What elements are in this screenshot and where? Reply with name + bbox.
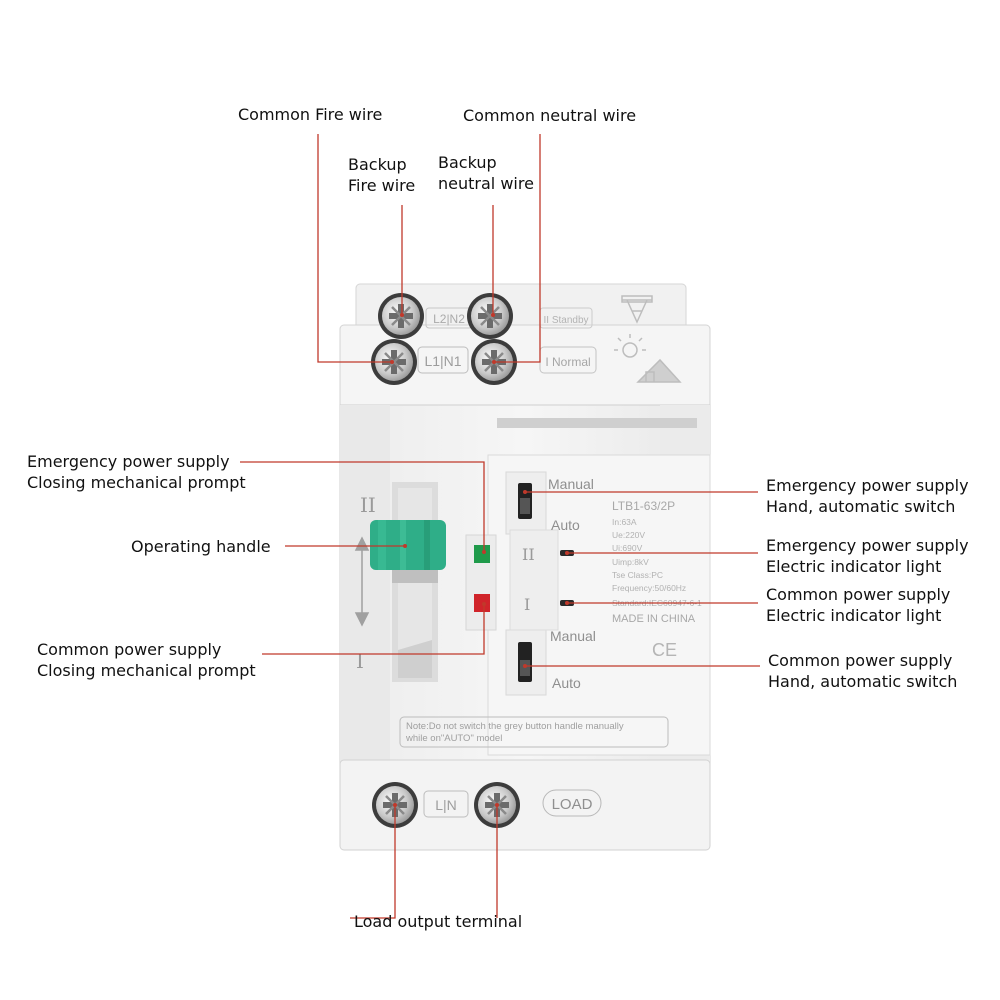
common-auto-text: Auto [552, 675, 581, 691]
label-line: Common power supply [37, 640, 222, 659]
label-line: Emergency power supply [27, 452, 230, 471]
position-2-mark: II [360, 493, 376, 517]
label-common-indicator-light: Common power supply Electric indicator l… [766, 584, 950, 626]
window-position-1-mark: I [524, 595, 530, 614]
label-line: Electric indicator light [766, 557, 942, 576]
made-in-text: MADE IN CHINA [612, 613, 696, 625]
spec-line: Frequency:50/60Hz [612, 583, 686, 593]
load-label-box: LOAD [542, 789, 602, 817]
spec-line: Ui:690V [612, 543, 643, 553]
double-arrow-icon [354, 536, 370, 627]
spec-line: Tse Class:PC [612, 570, 663, 580]
label-common-hand-auto-switch: Common power supply Hand, automatic swit… [768, 650, 957, 692]
label-line: Common power supply [768, 651, 953, 670]
label-common-neutral-wire: Common neutral wire [463, 106, 637, 125]
label-line: Backup [348, 155, 407, 174]
spec-line: Uimp:8kV [612, 557, 649, 567]
position-1-mark: I [356, 649, 364, 673]
label-line: Closing mechanical prompt [37, 661, 256, 680]
label-line: neutral wire [438, 174, 534, 193]
common-manual-text: Manual [550, 628, 596, 644]
leader-load-fire [350, 805, 396, 919]
operating-handle[interactable] [370, 520, 446, 583]
note-line: while on"AUTO" model [405, 733, 502, 744]
label-common-closing-prompt: Common power supply Closing mechanical p… [37, 639, 256, 681]
standby-terminals-text: L2|N2 [433, 312, 465, 326]
load-terminal-box: L|N [423, 790, 469, 818]
label-line: Hand, automatic switch [766, 497, 956, 516]
emergency-hand-auto-switch[interactable] [518, 483, 532, 519]
normal-terminal-box: L1|N1 [417, 346, 469, 374]
label-backup-fire-wire: Backup Fire wire [348, 154, 415, 196]
label-line: Backup [438, 153, 497, 172]
label-load-output-terminal: Load output terminal [354, 912, 523, 931]
sun-house-icon [614, 334, 682, 383]
leader-lines [240, 134, 760, 919]
load-label-text: LOAD [552, 796, 593, 813]
common-hand-auto-switch[interactable] [518, 642, 532, 682]
label-line: Closing mechanical prompt [27, 473, 246, 492]
common-closing-prompt-window [474, 594, 490, 612]
standby-neutral-screw-icon [465, 291, 515, 341]
label-line: Fire wire [348, 176, 416, 195]
model-text: LTB1-63/2P [612, 499, 675, 513]
normal-terminals-text: L1|N1 [424, 353, 461, 369]
spec-line: In:63A [612, 517, 637, 527]
emergency-closing-prompt-window [474, 545, 490, 563]
ce-mark: CE [652, 640, 677, 660]
note-line: Note:Do not switch the grey button handl… [406, 721, 624, 732]
leader-dots [390, 313, 569, 807]
leader-emergency-closing [240, 461, 485, 552]
label-line: Emergency power supply [766, 476, 969, 495]
label-line: Emergency power supply [766, 536, 969, 555]
leader-common-closing [262, 604, 485, 655]
window-position-2-mark: II [522, 545, 535, 564]
label-line: Hand, automatic switch [768, 672, 958, 691]
note-box: Note:Do not switch the grey button handl… [399, 716, 669, 748]
label-backup-neutral-wire: Backup neutral wire [438, 152, 534, 194]
emergency-manual-text: Manual [548, 476, 594, 492]
normal-label-text: I Normal [545, 355, 590, 369]
tower-icon [621, 295, 653, 324]
load-terminals-text: L|N [435, 797, 457, 813]
label-emergency-closing-prompt: Emergency power supply Closing mechanica… [27, 451, 246, 493]
emergency-auto-text: Auto [551, 517, 580, 533]
label-common-fire-wire: Common Fire wire [238, 105, 383, 124]
label-line: Electric indicator light [766, 606, 942, 625]
label-operating-handle: Operating handle [131, 537, 271, 556]
standby-label-text: II Standby [543, 315, 588, 326]
leader-common-fire [317, 134, 392, 363]
label-emergency-indicator-light: Emergency power supply Electric indicato… [766, 535, 969, 577]
label-emergency-hand-auto-switch: Emergency power supply Hand, automatic s… [766, 475, 969, 517]
leader-common-neutral [494, 134, 541, 363]
label-line: Common power supply [766, 585, 951, 604]
spec-line: Ue:220V [612, 530, 645, 540]
